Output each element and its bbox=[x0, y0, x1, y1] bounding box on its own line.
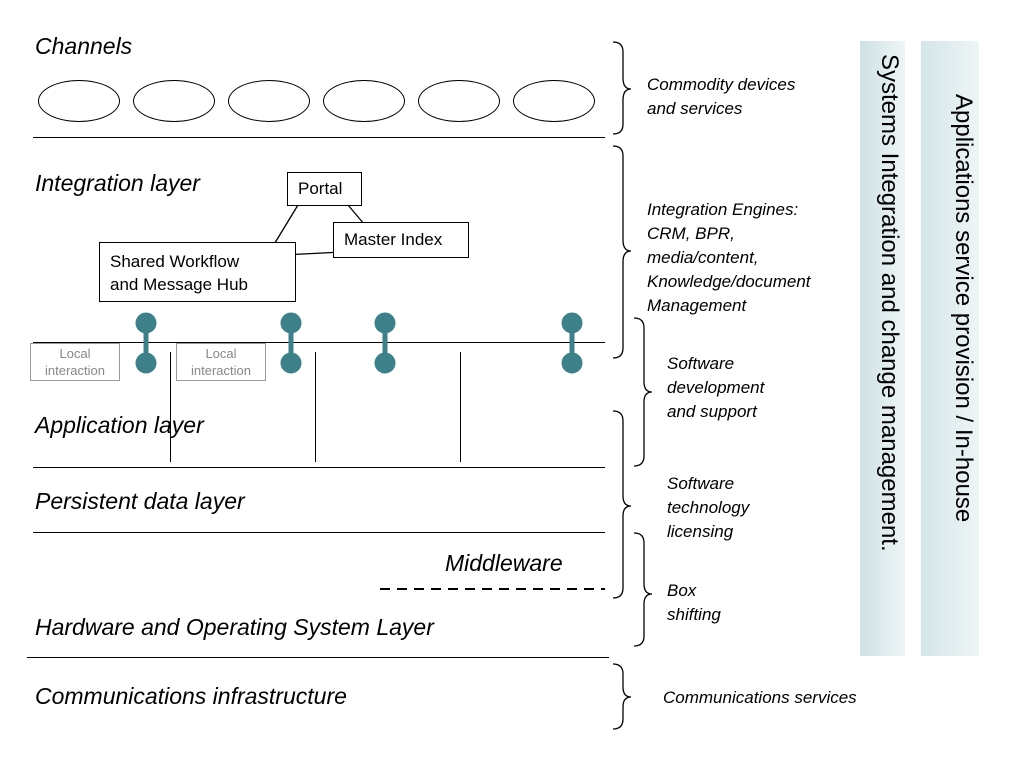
local-interaction-label: interaction bbox=[45, 363, 105, 378]
middleware-label: Middleware bbox=[445, 550, 563, 576]
local-interaction-box: Local interaction bbox=[30, 343, 120, 381]
software-tech-brace bbox=[612, 410, 632, 599]
shared-workflow-label-line2: and Message Hub bbox=[110, 275, 248, 294]
integration-brace bbox=[612, 145, 632, 359]
software-tech-line: technology bbox=[667, 498, 750, 517]
integration-engines-line: Management bbox=[647, 296, 747, 315]
box-shifting-line: Box bbox=[667, 581, 697, 600]
box-shifting-brace bbox=[633, 532, 653, 647]
software-technology-note: Software technology licensing bbox=[667, 472, 749, 544]
shared-workflow-box: Shared Workflow and Message Hub bbox=[99, 242, 296, 302]
communications-infrastructure-label: Communications infrastructure bbox=[35, 683, 347, 709]
integration-layer-label: Integration layer bbox=[35, 170, 200, 196]
software-dev-line: Software bbox=[667, 354, 735, 373]
channel-ellipse bbox=[418, 80, 500, 122]
commodity-brace bbox=[612, 41, 632, 135]
applications-service-band bbox=[921, 41, 979, 656]
channel-ellipse bbox=[323, 80, 405, 122]
hardware-divider bbox=[27, 657, 609, 658]
software-dev-line: and support bbox=[667, 402, 757, 421]
bus-connector-dumbbell bbox=[561, 312, 583, 374]
application-connector bbox=[315, 352, 316, 462]
channel-ellipse bbox=[228, 80, 310, 122]
persistent-divider bbox=[33, 532, 605, 533]
portal-masterindex-connector bbox=[347, 204, 365, 225]
local-interaction-label: Local bbox=[205, 346, 237, 361]
box-shifting-line: shifting bbox=[667, 605, 721, 624]
channel-ellipse bbox=[513, 80, 595, 122]
communications-brace bbox=[612, 663, 632, 730]
applications-service-label: Applications service provision / In-hous… bbox=[950, 94, 977, 523]
systems-integration-label: Systems Integration and change managemen… bbox=[876, 54, 903, 552]
integration-engines-note: Integration Engines: CRM, BPR, media/con… bbox=[647, 198, 811, 318]
software-tech-line: licensing bbox=[667, 522, 734, 541]
local-interaction-box: Local interaction bbox=[176, 343, 266, 381]
integration-engines-line: media/content, bbox=[647, 248, 759, 267]
commodity-note: Commodity devices and services bbox=[647, 73, 795, 121]
commodity-note-line: and services bbox=[647, 99, 743, 118]
box-shifting-note: Box shifting bbox=[667, 579, 721, 627]
software-dev-brace bbox=[633, 317, 653, 467]
portal-box: Portal bbox=[287, 172, 362, 206]
software-tech-line: Software bbox=[667, 474, 735, 493]
channels-label: Channels bbox=[35, 33, 133, 59]
software-dev-line: development bbox=[667, 378, 765, 397]
application-connector bbox=[460, 352, 461, 462]
local-interaction-label: Local bbox=[59, 346, 91, 361]
integration-engines-line: Integration Engines: bbox=[647, 200, 799, 219]
software-development-note: Software development and support bbox=[667, 352, 764, 424]
bus-connector-dumbbell bbox=[280, 312, 302, 374]
application-connector bbox=[170, 352, 171, 462]
persistent-data-layer-label: Persistent data layer bbox=[35, 488, 245, 514]
application-layer-label: Application layer bbox=[35, 412, 204, 438]
application-divider bbox=[33, 467, 605, 468]
master-index-label: Master Index bbox=[344, 230, 443, 249]
portal-label: Portal bbox=[298, 179, 343, 198]
communications-services-note: Communications services bbox=[663, 688, 857, 707]
bus-connector-dumbbell bbox=[374, 312, 396, 374]
master-index-box: Master Index bbox=[333, 222, 469, 258]
bus-connector-dumbbell bbox=[135, 312, 157, 374]
systems-integration-band bbox=[860, 41, 905, 656]
channel-ellipse bbox=[38, 80, 120, 122]
integration-engines-line: Knowledge/document bbox=[647, 272, 811, 291]
shared-workflow-label-line1: Shared Workflow bbox=[110, 252, 240, 271]
commodity-note-line: Commodity devices bbox=[647, 75, 796, 94]
local-interaction-label: interaction bbox=[191, 363, 251, 378]
integration-bus-line bbox=[33, 342, 605, 343]
hardware-os-layer-label: Hardware and Operating System Layer bbox=[35, 614, 434, 640]
channels-divider bbox=[33, 137, 605, 138]
integration-engines-line: CRM, BPR, bbox=[647, 224, 735, 243]
channel-ellipse bbox=[133, 80, 215, 122]
